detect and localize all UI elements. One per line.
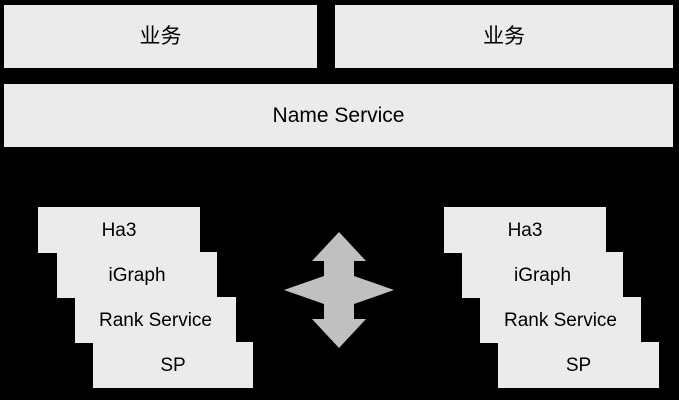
business-box-right: 业务 [335,5,673,68]
double-headed-horizontal-arrow-icon [284,232,394,348]
left-stack-box-sp: SP [93,342,253,388]
business-box-left: 业务 [4,5,317,68]
left-stack-box-rank-service: Rank Service [75,297,236,343]
name-service-box: Name Service [4,84,673,147]
right-stack-box-sp: SP [498,342,659,388]
left-stack-box-ha3: Ha3 [38,207,200,253]
right-stack-box-rank-service: Rank Service [480,297,641,343]
right-stack-box-ha3: Ha3 [444,207,606,253]
left-stack-box-igraph: iGraph [57,252,217,298]
right-stack-box-igraph: iGraph [462,252,623,298]
